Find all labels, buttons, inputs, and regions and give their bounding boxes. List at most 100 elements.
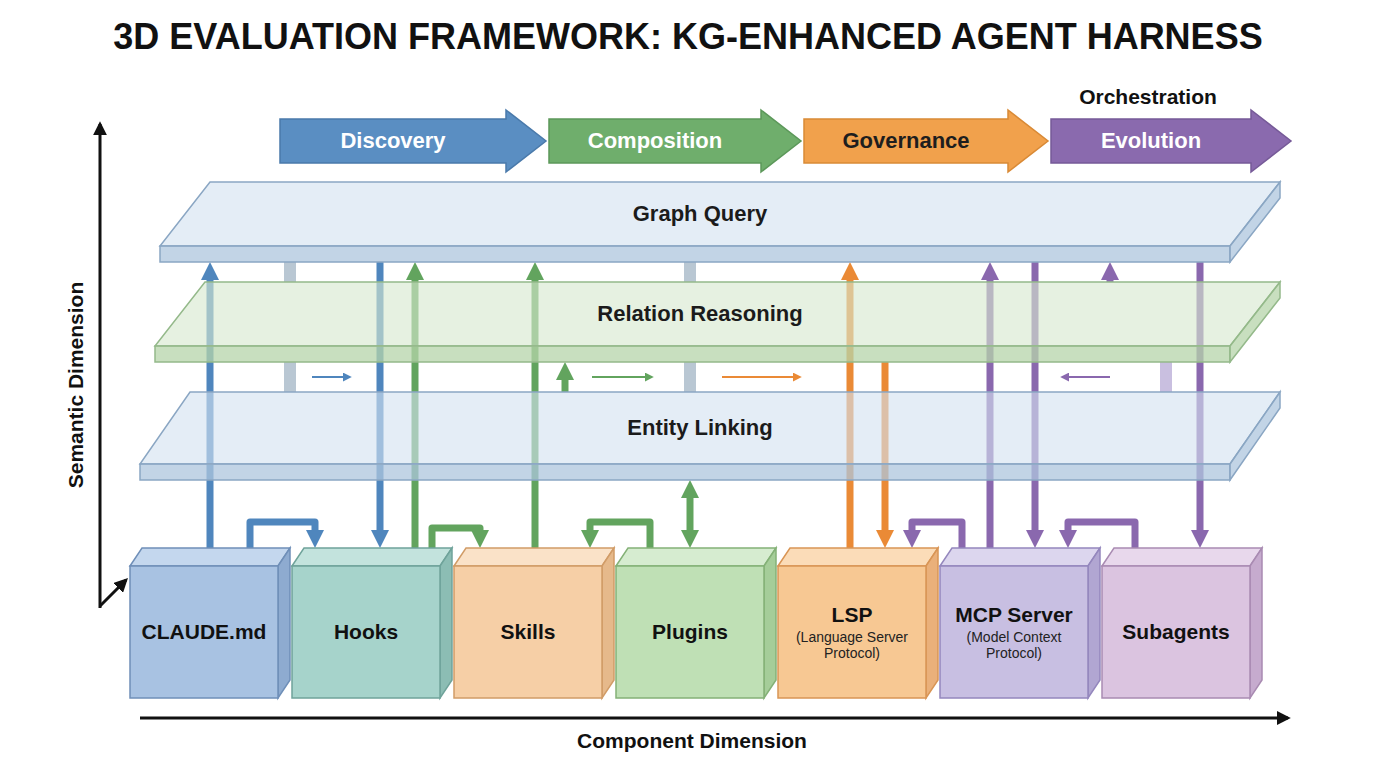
node-text: Relation Reasoning xyxy=(597,301,802,327)
component-box: Subagents xyxy=(1102,548,1262,698)
node-text: Composition xyxy=(549,110,761,172)
semantic-axis xyxy=(99,124,102,608)
stage-name: Discovery xyxy=(340,128,445,154)
flow-hint xyxy=(312,376,350,378)
axis-label: Component Dimension xyxy=(577,729,807,752)
cube-front xyxy=(616,566,764,698)
layer-front xyxy=(160,246,1230,262)
cube-top xyxy=(1102,548,1262,566)
node-text: LSP(Language Server Protocol) xyxy=(778,566,926,698)
flow-arrow xyxy=(590,522,650,548)
node-text: CLAUDE.md xyxy=(130,566,278,698)
node-text: Hooks xyxy=(292,566,440,698)
label-holder: Orchestration xyxy=(1079,85,1217,109)
flow-arrow xyxy=(432,528,480,548)
cube-top xyxy=(616,548,776,566)
layer-side xyxy=(1230,182,1280,262)
cube-side xyxy=(926,548,938,698)
cube-top xyxy=(454,548,614,566)
node-text: Entity Linking xyxy=(627,415,772,441)
component-box: MCP Server(Model Context Protocol) xyxy=(940,548,1100,698)
component-name: LSP xyxy=(832,603,873,627)
semantic-layer: Graph Query xyxy=(160,182,1280,262)
cube-side xyxy=(1250,548,1262,698)
cube-top xyxy=(130,548,290,566)
node-text: Subagents xyxy=(1102,566,1250,698)
stage-caption: Orchestration xyxy=(1079,85,1217,108)
arrow-shape xyxy=(549,110,801,172)
flow-arrow xyxy=(912,522,962,548)
layer-front xyxy=(155,346,1230,362)
node-text: Evolution xyxy=(1051,110,1251,172)
layer-pillar xyxy=(684,262,696,282)
flow-arrow xyxy=(687,492,694,536)
axis-label: Semantic Dimension xyxy=(64,282,87,489)
flow-hint xyxy=(592,376,652,378)
cube-side xyxy=(1088,548,1100,698)
stage-arrow: Discovery xyxy=(280,110,546,172)
cube-front xyxy=(292,566,440,698)
flow-hint xyxy=(1062,376,1110,378)
cube-front xyxy=(1102,566,1250,698)
cube-side xyxy=(602,548,614,698)
node-text: Graph Query xyxy=(633,201,767,227)
component-box: LSP(Language Server Protocol) xyxy=(778,548,938,698)
flow-arrow xyxy=(1107,274,1114,282)
cube-front xyxy=(940,566,1088,698)
layer-front xyxy=(140,464,1230,480)
flow-arrow xyxy=(562,374,569,392)
component-box: CLAUDE.md xyxy=(130,548,290,698)
arrow-shape xyxy=(804,110,1048,172)
node-text: MCP Server(Model Context Protocol) xyxy=(940,566,1088,698)
node-text: Governance xyxy=(804,110,1008,172)
node-text: Skills xyxy=(454,566,602,698)
component-name: CLAUDE.md xyxy=(142,620,267,644)
arrow-shape xyxy=(1051,110,1291,172)
stage-arrow: Governance xyxy=(804,110,1048,172)
label-holder: Component Dimension xyxy=(577,729,807,753)
layer-side xyxy=(1230,392,1280,480)
component-axis xyxy=(140,717,1288,720)
cube-side xyxy=(278,548,290,698)
component-name: Skills xyxy=(501,620,556,644)
cube-front xyxy=(130,566,278,698)
layer-side xyxy=(1230,282,1280,362)
node-text: Discovery xyxy=(280,110,506,172)
diagram-title: 3D EVALUATION FRAMEWORK: KG-ENHANCED AGE… xyxy=(113,16,1262,57)
label-holder: Semantic Dimension xyxy=(64,282,88,489)
flow-hint xyxy=(722,376,800,378)
component-note: (Language Server Protocol) xyxy=(784,629,920,661)
cube-top xyxy=(778,548,938,566)
layer-name: Relation Reasoning xyxy=(597,301,802,327)
stage-arrow: Evolution xyxy=(1051,110,1291,172)
arrow-shape xyxy=(280,110,546,172)
component-name: Plugins xyxy=(652,620,728,644)
depth-axis xyxy=(100,580,126,606)
semantic-layer: Entity Linking xyxy=(140,392,1280,480)
layer-name: Graph Query xyxy=(633,201,767,227)
layer-pillar xyxy=(284,362,296,392)
stage-name: Evolution xyxy=(1101,128,1201,154)
component-note: (Model Context Protocol) xyxy=(946,629,1082,661)
semantic-layer: Relation Reasoning xyxy=(155,282,1280,362)
flow-arrow xyxy=(250,522,315,548)
layer-pillar xyxy=(1160,362,1172,392)
layer-top xyxy=(160,182,1280,246)
cube-top xyxy=(292,548,452,566)
cube-front xyxy=(454,566,602,698)
layer-top xyxy=(140,392,1280,464)
cube-side xyxy=(764,548,776,698)
cube-top xyxy=(940,548,1100,566)
layer-top xyxy=(155,282,1280,346)
layer-name: Entity Linking xyxy=(627,415,772,441)
component-box: Hooks xyxy=(292,548,452,698)
component-name: Hooks xyxy=(334,620,398,644)
cube-side xyxy=(440,548,452,698)
component-name: MCP Server xyxy=(955,603,1073,627)
layer-pillar xyxy=(684,362,696,392)
layer-pillar xyxy=(284,262,296,282)
flow-arrow xyxy=(1068,522,1135,548)
node-text: Plugins xyxy=(616,566,764,698)
stage-name: Governance xyxy=(842,128,969,154)
